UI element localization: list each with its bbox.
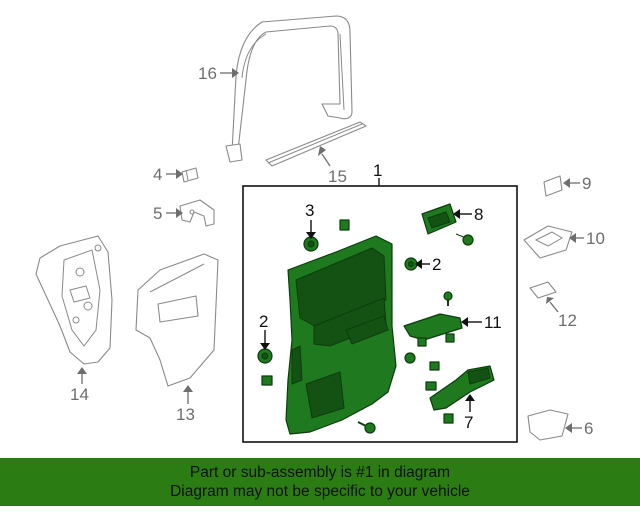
clip-lower-c[interactable] [443, 413, 454, 424]
part-13-deflector[interactable] [135, 253, 219, 387]
callout-11: 11 [484, 313, 502, 332]
screw-bottom[interactable] [357, 421, 376, 434]
part-7-pull-handle[interactable] [429, 365, 495, 411]
part-14-door-carrier[interactable] [35, 235, 113, 365]
clip-left[interactable] [261, 375, 273, 386]
part-2-screw-left[interactable] [257, 348, 273, 364]
screw-lower-mid[interactable] [404, 352, 416, 364]
info-banner: Part or sub-assembly is #1 in diagram Di… [0, 458, 640, 506]
callout-2-right: 2 [432, 255, 441, 274]
part-11-switch-bracket[interactable] [403, 313, 463, 347]
part-12-insert[interactable] [529, 281, 557, 299]
callout-12: 12 [558, 311, 577, 330]
part-8-handle[interactable] [421, 203, 457, 235]
callout-1: 1 [373, 161, 382, 180]
callout-4: 4 [153, 165, 162, 184]
part-4-clip[interactable] [181, 167, 199, 183]
part-16-window-frame[interactable] [225, 15, 353, 163]
clip-lower-a[interactable] [429, 361, 440, 371]
callout-8: 8 [474, 205, 483, 224]
callout-10: 10 [586, 229, 605, 248]
screw-upper[interactable] [455, 233, 474, 246]
part-3-fastener[interactable] [303, 236, 319, 252]
part-15-belt-strip[interactable] [265, 121, 367, 167]
callout-15: 15 [328, 167, 347, 186]
callout-3: 3 [305, 201, 314, 220]
bolt-mid[interactable] [443, 291, 453, 306]
callout-6: 6 [584, 419, 593, 438]
banner-line-2: Diagram may not be specific to your vehi… [170, 483, 470, 500]
part-2-screw-right[interactable] [404, 257, 418, 271]
callout-16: 16 [198, 64, 217, 83]
part-10-switch-bezel[interactable] [523, 225, 573, 259]
callout-14: 14 [70, 385, 89, 404]
callout-7: 7 [464, 413, 473, 432]
part-6-bracket[interactable] [527, 409, 569, 441]
parts-diagram: 1 3 8 2 2 11 7 16 15 4 5 9 10 12 6 13 14 [35, 15, 605, 443]
part-9-cover[interactable] [543, 175, 563, 197]
part-1-door-trim-panel[interactable] [285, 235, 397, 435]
part-5-bracket[interactable] [179, 199, 215, 227]
clip-upper[interactable] [339, 219, 350, 231]
callout-13: 13 [176, 405, 195, 424]
callout-2-left: 2 [259, 312, 268, 331]
callout-9: 9 [582, 174, 591, 193]
banner-line-1: Part or sub-assembly is #1 in diagram [189, 464, 451, 481]
callout-5: 5 [153, 204, 162, 223]
assembly-1-box [242, 185, 518, 443]
clip-lower-b[interactable] [425, 381, 437, 391]
